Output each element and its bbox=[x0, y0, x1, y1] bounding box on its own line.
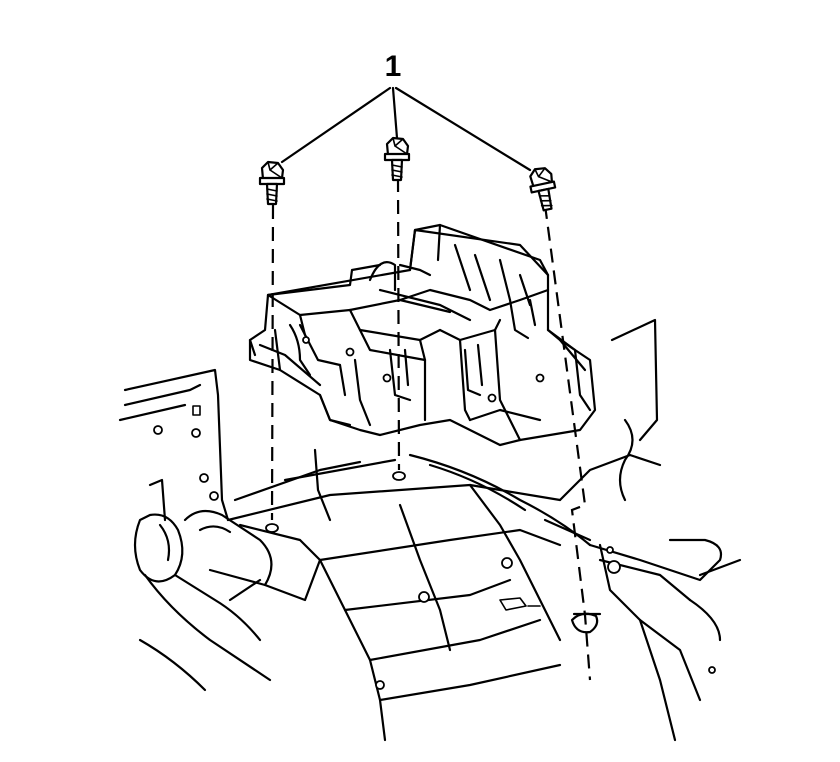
floor-hole-left bbox=[265, 523, 279, 533]
fuse-block-bracket bbox=[248, 223, 597, 447]
alignment-line-center bbox=[396, 177, 401, 471]
callout-leaders bbox=[280, 86, 532, 172]
callout-number: 1 bbox=[384, 50, 402, 83]
bolt-center bbox=[383, 136, 411, 182]
alignment-line-right bbox=[543, 204, 592, 681]
vehicle-body-structure bbox=[118, 318, 742, 742]
alignment-lines bbox=[265, 177, 592, 681]
bolt-left bbox=[258, 160, 286, 206]
alignment-line-left bbox=[270, 204, 275, 521]
floor-hole-center bbox=[392, 471, 406, 481]
bolt-right bbox=[529, 167, 557, 212]
